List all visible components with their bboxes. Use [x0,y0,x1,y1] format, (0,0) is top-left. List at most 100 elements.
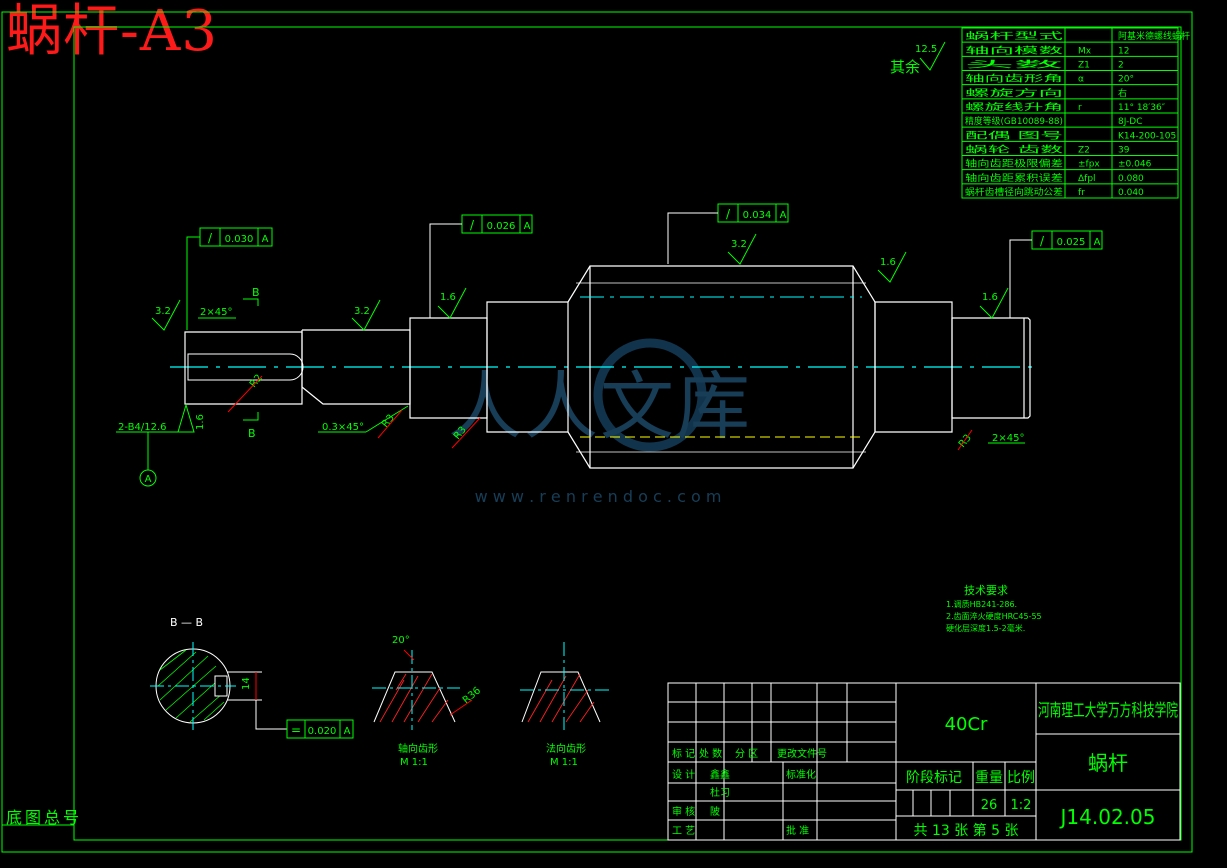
rough-3: 1.6 [440,292,456,303]
rough-1: 3.2 [155,306,171,317]
param-cell: Z1 [1078,61,1090,71]
param-cell: 阿基米德螺线蜗杆 [1118,30,1190,42]
scale-label: 比例 [1007,770,1035,786]
param-cell: 0.040 [1118,188,1144,198]
section-view: B — B 14 = 0.020 A [150,616,354,739]
inner-border [73,26,1182,841]
param-cell: 螺旋线升角 [965,101,1063,113]
tol-frame-1: / 0.030 A [186,227,273,330]
drafter: 杜习 [710,786,730,799]
rough-2: 3.2 [354,306,370,317]
part-name: 蜗杆 [1088,751,1128,775]
tol-1-sym: / [208,231,213,245]
param-cell: 11° 18′36″ [1118,103,1166,113]
param-cell: 12 [1118,46,1129,56]
param-cell: Δfpl [1078,174,1096,184]
normal-profile-label: 法向齿形 [546,742,586,755]
pitch-lines [580,296,862,438]
scale: 1:2 [1011,798,1032,813]
param-cell: Z2 [1078,146,1090,156]
param-cell: ±0.046 [1118,160,1152,170]
param-cell: 蜗杆齿槽径向跳动公差 [965,186,1063,198]
tol-frame-2: / 0.026 A [429,214,533,318]
param-cell: 螺旋方向 [965,87,1063,99]
watermark: 人人文库 w w w . r e n r e n d o c . c o m [448,338,752,506]
normal-profile: 法向齿形 M 1:1 [520,642,610,768]
sheet-title: 蜗杆-A3 [6,0,218,64]
param-cell: 轴向齿距累积误差 [965,172,1063,184]
param-table [961,27,1179,199]
title-block-text: 40Cr 河南理工大学万方科技学院 蜗杆 阶段标记 重量 比例 26 1:2 共… [672,701,1178,839]
weight-label: 重量 [975,770,1003,786]
school-name: 河南理工大学万方科技学院 [1038,701,1178,721]
param-cell: 配偶 图号 [965,129,1063,141]
tol-4-sym: / [1040,234,1045,248]
param-cell: K14-200-105 [1118,131,1176,141]
sheet-count: 共 13 张 第 5 张 [914,822,1019,839]
param-cell: 20° [1118,75,1134,85]
standard-label: 标准化 [786,768,816,781]
shaft-view [170,265,1040,469]
section-mark-top: B [252,286,260,299]
param-cell: 精度等级(GB10089-88) [965,115,1063,127]
datum-label: A [145,474,152,485]
param-cell: 右 [1118,87,1127,99]
segment-6 [951,317,1031,419]
tech-title: 技术要求 [964,584,1008,597]
tol-2-datum: A [524,221,531,232]
dim-r-b: R3 [380,413,397,430]
param-cell: 蜗轮 齿数 [965,144,1063,156]
tol-3-val: 0.034 [743,210,772,221]
reviewer: 陂 [710,805,720,818]
dim-chamfer-left: 2×45° [200,307,232,318]
param-cell: 0.080 [1118,174,1144,184]
param-cell: 蜗杆型式 [965,30,1063,42]
dim-chamfer-right: 2×45° [992,433,1024,444]
tol-frame-3: / 0.034 A [667,203,789,264]
weight: 26 [981,798,998,813]
tol-5-datum: A [344,726,351,737]
param-cell: 轴向齿形角 [965,73,1063,85]
param-cell: r [1078,103,1082,113]
tech-line-2: 2.齿面淬火硬度HRC45-55 [946,611,1042,621]
tol-4-val: 0.025 [1057,237,1086,248]
title-block [667,682,1181,841]
dim-chamfer-mid: 0.3×45° [322,422,364,433]
watermark-text: 人人文库 [448,364,752,450]
tol-1-val: 0.030 [225,234,254,245]
tol-3-datum: A [780,210,787,221]
param-cell: α [1078,75,1084,85]
tol-2-val: 0.026 [487,221,516,232]
profile-angle: 20° [392,635,410,646]
section-mark-bottom: B [248,427,256,440]
watermark-url: w w w . r e n r e n d o c . c o m [475,487,722,506]
param-cell: fr [1078,188,1085,198]
segment-1 [184,331,303,405]
row-zone: 分 区 [735,748,758,760]
tech-line-3: 硬化层深度1.5-2毫米. [946,623,1025,633]
tol-3-sym: / [726,207,731,221]
section-title: B — B [170,616,203,629]
datum-circle [139,469,157,487]
tol-1-datum: A [262,234,269,245]
keyway [187,353,304,381]
tol-5-val: 0.020 [308,726,337,737]
param-cell: 头数 [965,59,1063,71]
outer-border [1,11,1193,853]
watermark-circle [593,338,707,452]
tech-line-1: 1.调质HB241-286. [946,599,1017,609]
roughness-symbols: 3.2 3.2 1.6 3.2 1.6 1.6 12.5 [151,41,1009,331]
axial-profile-label: 轴向齿形 [398,742,438,755]
tol-frame-4: / 0.025 A [1009,230,1103,318]
row-qty: 处 数 [699,747,722,760]
material: 40Cr [945,714,988,735]
tol-5-sym: = [291,723,301,737]
designer: 鑫鑫 [710,768,730,781]
tol-2-sym: / [470,218,475,232]
section-hatch [157,649,225,723]
row-change: 更改文件号 [777,747,827,760]
param-cell: 轴向齿距极限偏差 [965,158,1063,170]
rough-5: 1.6 [880,257,896,268]
